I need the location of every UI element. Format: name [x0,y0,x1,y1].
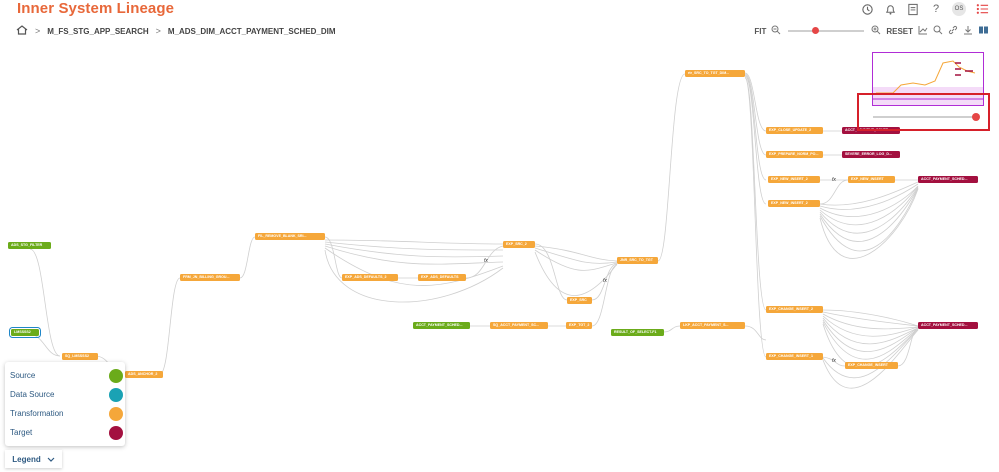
chart-icon[interactable] [918,25,928,37]
search-icon[interactable] [933,25,943,37]
node-target[interactable]: SEVERE_ERROR_LOG_D... [842,151,900,158]
node-transformation[interactable]: FRM_JN_BILLING_GROU... [180,274,240,281]
node-transformation[interactable]: rtr_SRC_TO_TGT_DIM... [685,70,745,77]
highlight-box [857,93,990,131]
node-transformation[interactable]: SQ_ACCT_PAYMENT_SC... [490,322,548,329]
node-transformation[interactable]: EXP_SRC_2 [503,241,535,248]
legend-dot-source [109,369,123,383]
node-transformation[interactable]: EXP_TGT_2 [566,322,592,329]
node-transformation[interactable]: LKP_ACCT_PAYMENT_S... [680,322,745,329]
help-icon[interactable]: ? [932,3,940,15]
reset-button[interactable]: RESET [886,26,913,36]
legend-panel: Source Data Source Transformation Target [5,362,125,446]
node-transformation[interactable]: EXP_PREPARE_NORM_PO... [766,151,823,158]
node-target[interactable]: ACCT_PAYMENT_SCHED... [918,322,978,329]
legend-label-source: Source [10,371,36,380]
breadcrumb-item-1[interactable]: M_FS_STG_APP_SEARCH [47,26,149,36]
minimap-preview [873,60,983,105]
node-transformation[interactable]: EXP_CHANGE_INSERT_2 [766,306,823,313]
legend-dot-target [109,426,123,440]
node-source[interactable]: ACCT_PAYMENT_SCHED... [413,322,470,329]
zoom-out-icon[interactable] [771,25,781,37]
top-toolbar: ? OS [860,2,989,16]
node-transformation[interactable]: FIL_REMOVE_BLANK_SRI... [255,233,325,240]
download-icon[interactable] [963,25,973,37]
node-transformation[interactable]: ADS_ANCHOR_2 [125,371,163,378]
node-transformation[interactable]: EXP_NEW_INSERT_2 [768,176,820,183]
link-icon[interactable] [948,25,958,37]
node-source[interactable]: RESULT_OF_SELECT-F1 [611,329,664,336]
zoom-slider[interactable] [788,27,865,34]
node-transformation[interactable]: EXP_CLOSE_UPDATE_2 [766,127,823,134]
avatar[interactable]: OS [952,2,966,16]
history-icon[interactable] [860,2,874,16]
notes-icon[interactable] [906,2,920,16]
node-transformation[interactable]: EXP_CHANGE_INSERT_1 [766,353,823,360]
zoom-slider-handle[interactable] [812,27,820,34]
list-menu-icon[interactable] [975,2,989,16]
fx-icon: fx [832,358,836,364]
legend-label-transformation: Transformation [10,409,64,418]
book-icon[interactable] [978,25,989,37]
zoom-toolbar: FIT RESET [754,25,989,37]
node-transformation[interactable]: EXP_SRC [567,297,592,304]
node-transformation[interactable]: SQ_LMSSSS2 [62,353,98,360]
legend-label-target: Target [10,428,33,437]
node-transformation[interactable]: EXP_ADS_DEFAULTS_2 [342,274,398,281]
bell-icon[interactable] [883,2,897,16]
chevron-right-icon: > [155,26,161,36]
legend-label-data-source: Data Source [10,390,55,399]
node-transformation[interactable]: EXP_ADS_DEFAULTS [418,274,466,281]
node-target[interactable]: ACCT_PAYMENT_SCHED... [918,176,978,183]
breadcrumb-item-2[interactable]: M_ADS_DIM_ACCT_PAYMENT_SCHED_DIM [167,26,336,36]
node-transformation[interactable]: EXP_NEW_INSERT [848,176,895,183]
zoom-in-icon[interactable] [871,25,881,37]
page-title: Inner System Lineage [17,0,175,17]
node-transformation[interactable]: JNR_SRC_TO_TGT [617,257,658,264]
minimap[interactable] [872,52,984,106]
node-source[interactable]: ADS_STG_FILTER [8,242,51,249]
fx-icon: fx [832,177,836,183]
legend-dot-data-source [109,388,123,402]
home-icon[interactable] [16,25,28,37]
breadcrumb: > M_FS_STG_APP_SEARCH > M_ADS_DIM_ACCT_P… [16,25,335,37]
chevron-right-icon: > [35,26,41,36]
chevron-down-icon [47,455,55,464]
minimap-zoom-slider[interactable] [873,113,980,121]
node-transformation[interactable]: EXP_CHANGE_INSERT [845,362,898,369]
fx-icon: fx [484,258,488,264]
legend-toggle-button[interactable]: Legend [5,450,62,468]
minimap-zoom-handle[interactable] [972,113,980,121]
legend-dot-transformation [109,407,123,421]
fit-button[interactable]: FIT [754,26,767,36]
fx-icon: fx [603,278,607,284]
node-transformation[interactable]: EXP_NEW_INSERT_2 [768,200,820,207]
legend-button-label: Legend [12,454,41,464]
node-source-selected[interactable]: LMSSSS2 [9,327,41,338]
